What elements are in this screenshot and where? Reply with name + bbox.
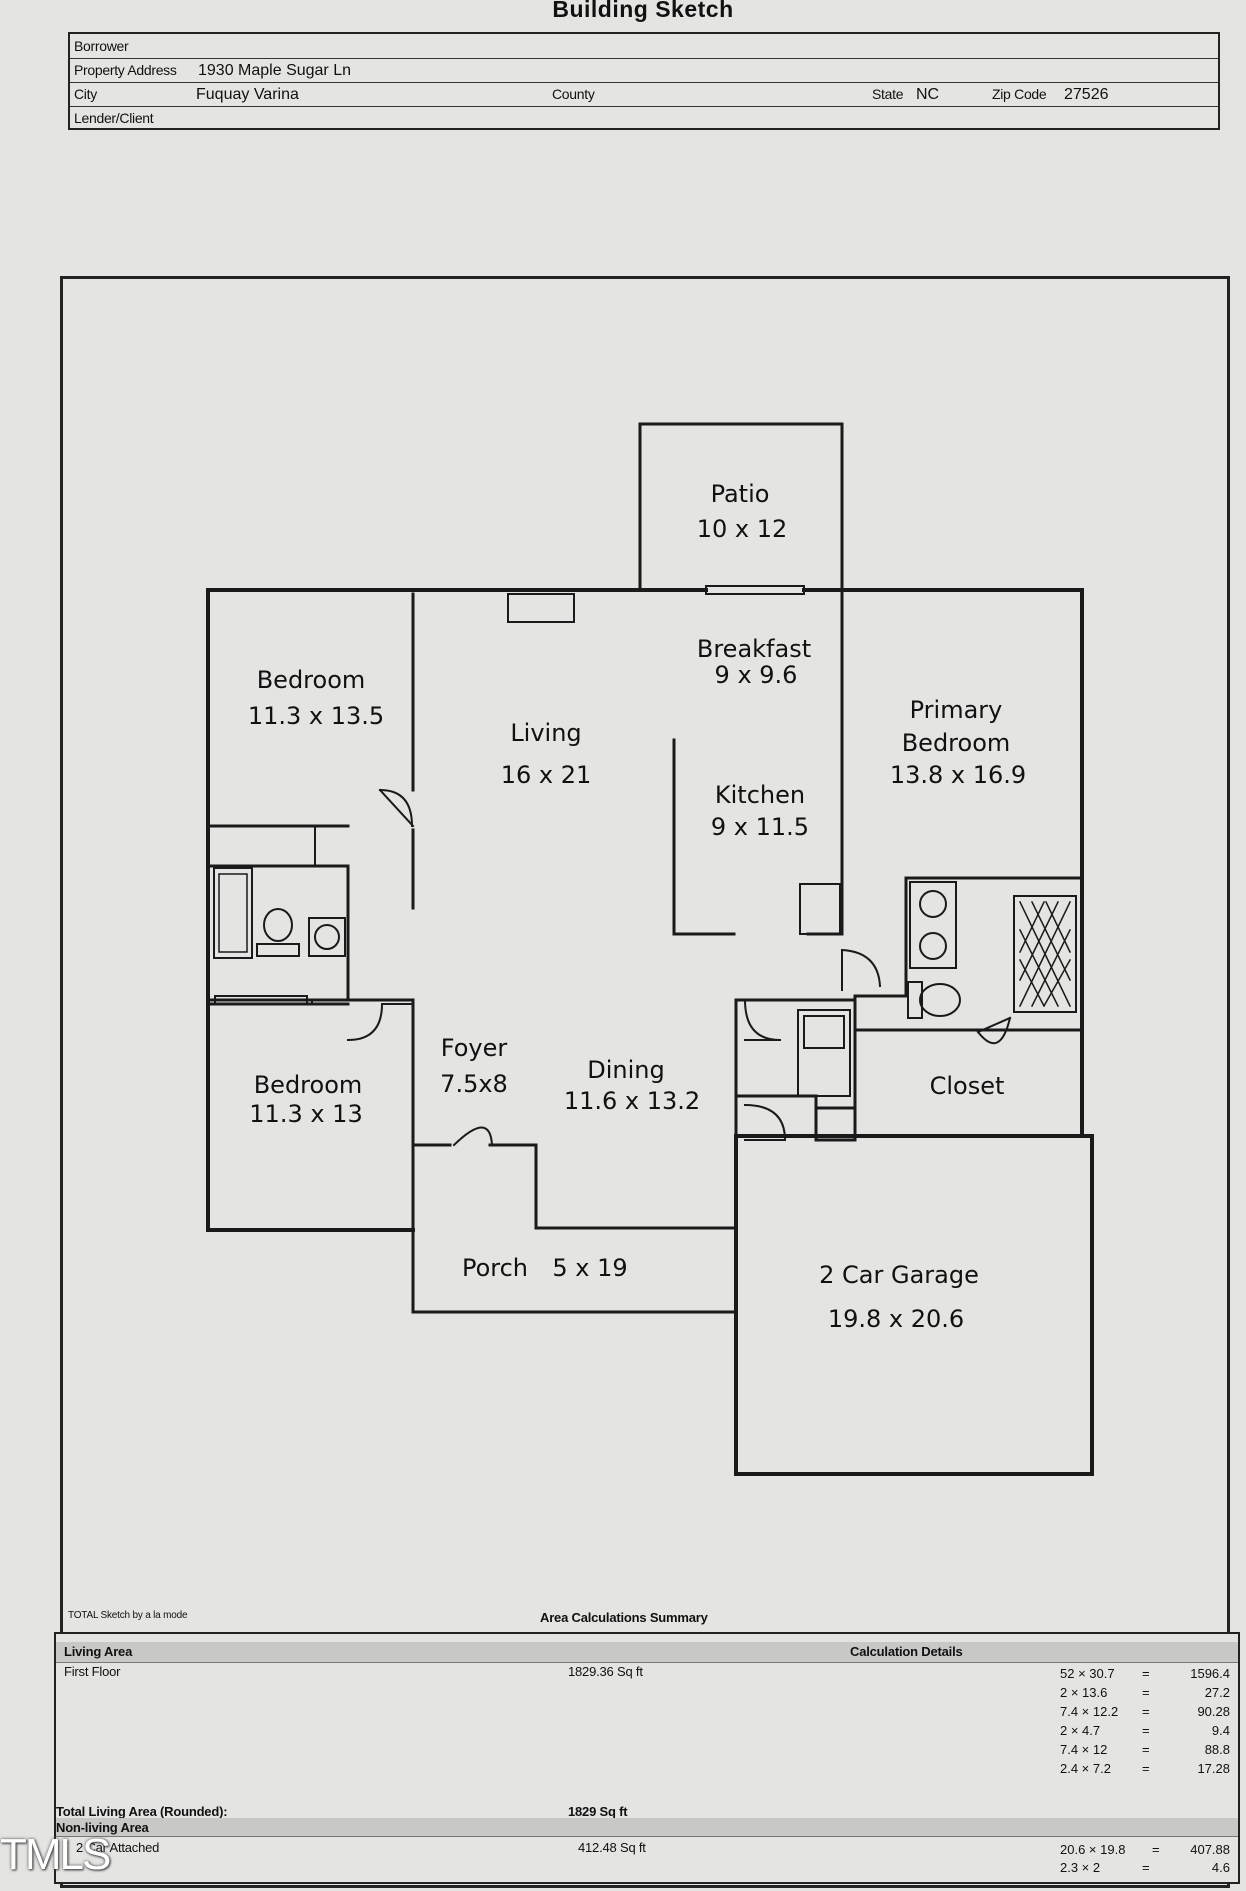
city-row: City Fuquay Varina County State NC Zip C… [70, 82, 1218, 107]
patio-dims: 10 x 12 [697, 515, 788, 543]
patio-label: Patio [711, 480, 770, 508]
property-address-value: 1930 Maple Sugar Ln [198, 62, 351, 79]
lender-label: Lender/Client [74, 110, 154, 126]
porch-label: Porch [462, 1254, 528, 1282]
sketch-frame [60, 276, 1230, 1888]
sink-icon [308, 917, 346, 957]
state-value: NC [916, 86, 940, 103]
page-title: Building Sketch [552, 0, 734, 22]
garage-label: 2 Car Garage [819, 1261, 979, 1289]
zip-code-label: Zip Code [992, 86, 1047, 102]
dining-dims: 11.6 x 13.2 [564, 1087, 700, 1115]
county-label: County [552, 86, 595, 102]
city-value: Fuquay Varina [196, 86, 299, 103]
kitchen-right-wall [806, 588, 844, 936]
living-area-header [56, 1642, 1238, 1663]
tmls-watermark-logo: TMLS [0, 1830, 111, 1879]
kitchen-label: Kitchen [715, 781, 805, 809]
bathtub-icon [213, 867, 253, 959]
sliding-door [705, 585, 805, 595]
pantry [799, 883, 841, 935]
toilet-icon [263, 908, 293, 942]
breakfast-dims: 9 x 9.6 [715, 661, 798, 689]
fireplace [507, 593, 575, 623]
living-label: Living [510, 719, 581, 747]
non-living-area-header [56, 1818, 1238, 1837]
state-label: State [872, 86, 904, 102]
garage-dims: 19.8 x 20.6 [828, 1305, 964, 1333]
bedroom1-door [378, 788, 415, 828]
area-calc-summary-title: Area Calculations Summary [540, 1610, 708, 1625]
bath-walls [208, 864, 350, 1002]
bedroom2-label: Bedroom [254, 1071, 363, 1099]
bedroom2-door [346, 1002, 413, 1042]
washer-dryer-icon [797, 1009, 851, 1097]
foyer-walls [411, 1143, 738, 1230]
bedroom1-label: Bedroom [257, 666, 366, 694]
garage-area-value: 412.48 Sq ft [578, 1840, 646, 1855]
kitchen-counter-wall [672, 738, 736, 936]
porch-outline [411, 1228, 738, 1314]
dining-label: Dining [587, 1056, 664, 1084]
zip-code-value: 27526 [1064, 86, 1109, 103]
borrower-label: Borrower [74, 38, 129, 54]
double-sink-icon [909, 881, 957, 969]
living-dims: 16 x 21 [501, 761, 592, 789]
primary-bedroom-dims: 13.8 x 16.9 [890, 761, 1026, 789]
porch-dims: 5 x 19 [552, 1254, 627, 1282]
foyer-dims: 7.5x8 [440, 1070, 508, 1098]
kitchen-dims: 9 x 11.5 [711, 813, 809, 841]
total-living-area-label: Total Living Area (Rounded): [56, 1804, 228, 1819]
primary-bedroom-label-2: Bedroom [902, 729, 1011, 757]
laundry-door [743, 998, 782, 1042]
total-living-area-value: 1829 Sq ft [568, 1804, 628, 1819]
closet-door [976, 1016, 1012, 1045]
garage-area-label: 2 Car Attached [76, 1840, 160, 1855]
primary-bedroom-label-1: Primary [910, 696, 1003, 724]
bedroom2-dims: 11.3 x 13 [249, 1100, 362, 1128]
front-door [452, 1126, 494, 1147]
area-calculations-box: Living Area Calculation Details First Fl… [54, 1632, 1240, 1884]
property-address-row: Property Address 1930 Maple Sugar Ln [70, 58, 1218, 83]
house-exterior-wall-top [206, 588, 1084, 1138]
garage-door-entry [743, 1103, 787, 1142]
first-floor-label: First Floor [64, 1664, 121, 1679]
property-address-label: Property Address [74, 62, 177, 78]
first-floor-value: 1829.36 Sq ft [568, 1664, 643, 1679]
living-area-label: Living Area [64, 1644, 133, 1659]
primary-toilet-icon [919, 983, 961, 1017]
calculation-details-label: Calculation Details [850, 1644, 963, 1659]
city-label: City [74, 86, 97, 102]
breakfast-label: Breakfast [697, 635, 811, 663]
borrower-row: Borrower [70, 34, 1218, 59]
non-living-area-label: Non-living Area [56, 1820, 149, 1835]
closet-label: Closet [930, 1072, 1005, 1100]
house-exterior-wall-left [206, 588, 415, 1232]
lender-row: Lender/Client [70, 106, 1218, 130]
shower-icon [1013, 895, 1077, 1013]
foyer-label: Foyer [441, 1034, 508, 1062]
software-credit: TOTAL Sketch by a la mode [68, 1610, 188, 1621]
primary-bedroom-door [840, 948, 882, 991]
floor-plan: Patio 10 x 12 Breakfast 9 x 9.6 Bedroom … [206, 422, 1094, 1476]
bedroom1-dims: 11.3 x 13.5 [248, 702, 384, 730]
property-header-table: Borrower Property Address 1930 Maple Sug… [68, 32, 1220, 130]
patio-outline [638, 422, 844, 592]
